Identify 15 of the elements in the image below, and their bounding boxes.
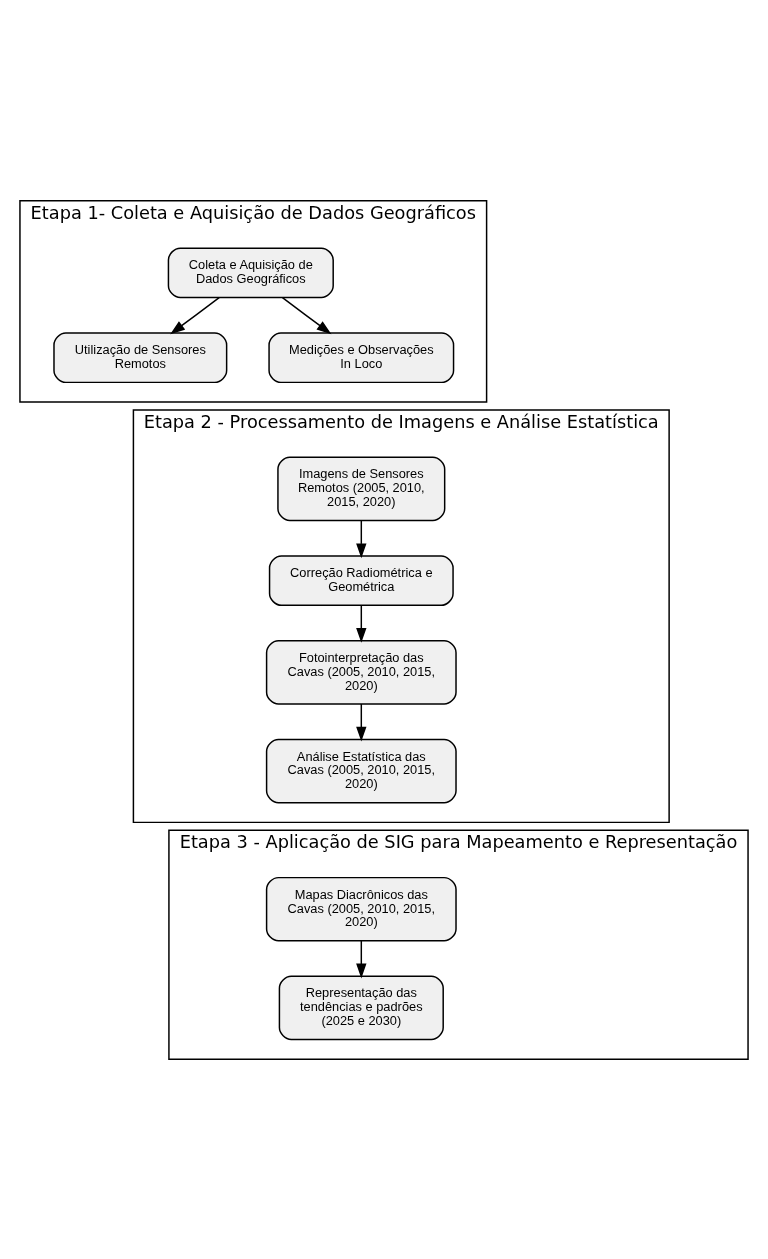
node-box: Correção Radiométrica e Geométrica — [268, 554, 454, 606]
arrow — [356, 939, 367, 978]
node-box: Utilização de Sensores Remotos — [53, 331, 228, 383]
arrow — [356, 702, 367, 742]
node-box: Coleta e Aquisição de Dados Geográficos — [167, 246, 334, 298]
arrow — [170, 296, 220, 334]
node-box: Representação das tendências e padrões (2025 e 2030) — [278, 975, 444, 1040]
arrow — [356, 604, 367, 643]
node-box: Mapas Diacrônicos das Cavas (2005, 2010, 2015, 2020) — [265, 876, 457, 941]
node-box: Fotointerpretação das Cavas (2005, 2010, 2015, 2020) — [265, 639, 457, 705]
arrow — [356, 519, 367, 558]
arrow — [281, 296, 332, 334]
node-box: Análise Estatística das Cavas (2005, 2010, 2015, 2020) — [265, 738, 457, 803]
node-box: Medições e Observações In Loco — [268, 331, 455, 383]
node-box: Imagens de Sensores Remotos (2005, 2010, 2015, 2020) — [277, 456, 446, 521]
